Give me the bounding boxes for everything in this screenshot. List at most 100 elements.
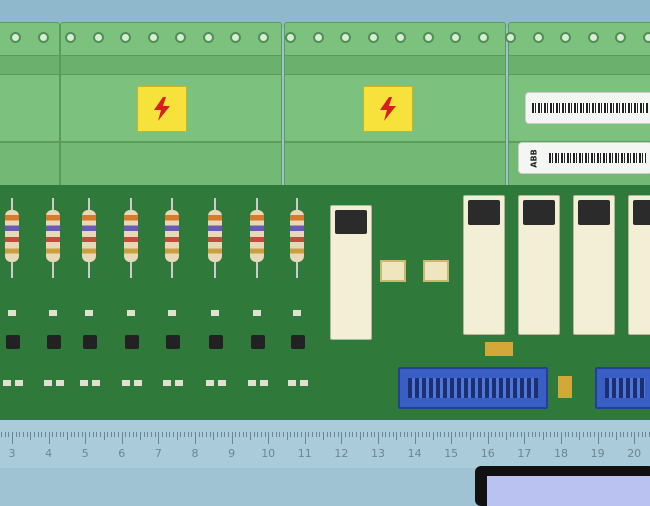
ruler-tick xyxy=(287,432,288,440)
ruler-tick xyxy=(96,432,97,437)
terminal-screw xyxy=(395,32,406,43)
ruler-tick xyxy=(243,432,244,437)
ruler-tick xyxy=(118,432,119,437)
ruler-tick xyxy=(590,432,591,437)
ruler-tick xyxy=(114,432,115,437)
ruler-tick xyxy=(616,432,617,440)
ruler-tick xyxy=(345,432,346,437)
relay xyxy=(628,195,650,335)
ruler-tick xyxy=(261,432,262,437)
ruler-tick xyxy=(239,432,240,437)
terminal-screw xyxy=(120,32,131,43)
terminal-screw xyxy=(478,32,489,43)
terminal-screw xyxy=(175,32,186,43)
ruler-tick xyxy=(213,432,214,440)
ruler-tick xyxy=(265,432,266,437)
ruler-tick xyxy=(477,432,478,437)
optocoupler xyxy=(380,260,406,282)
ruler-tick xyxy=(1,432,2,437)
ruler-tick xyxy=(583,432,584,437)
ruler-tick xyxy=(572,432,573,437)
ruler-tick xyxy=(510,432,511,437)
terminal-screw xyxy=(230,32,241,43)
smd-component xyxy=(168,310,176,316)
ruler-tick xyxy=(605,432,606,437)
ruler-tick xyxy=(147,432,148,437)
ruler-tick xyxy=(180,432,181,437)
ruler-tick xyxy=(107,432,108,437)
terminal-screw xyxy=(643,32,650,43)
terminal-screw xyxy=(423,32,434,43)
ruler-tick xyxy=(506,432,507,440)
ruler-tick xyxy=(491,432,492,437)
smd-component xyxy=(300,380,308,386)
ruler-tick xyxy=(488,432,489,444)
ruler-tick xyxy=(440,432,441,437)
resistor xyxy=(124,210,138,262)
terminal-screw xyxy=(148,32,159,43)
ruler-tick xyxy=(67,432,68,440)
ruler-tick xyxy=(363,432,364,437)
relay xyxy=(330,205,372,340)
ruler-tick xyxy=(38,432,39,437)
smd-component xyxy=(8,310,16,316)
ruler-tick xyxy=(623,432,624,437)
brand-logo: ABB xyxy=(530,149,539,167)
ruler-number: 14 xyxy=(408,447,422,460)
ruler-tick xyxy=(400,432,401,437)
ruler-tick xyxy=(232,432,233,444)
ruler-tick xyxy=(228,432,229,437)
ruler-tick xyxy=(470,432,471,440)
ruler-tick xyxy=(389,432,390,437)
ruler-tick xyxy=(609,432,610,437)
ruler-tick xyxy=(407,432,408,437)
ruler-tick xyxy=(257,432,258,437)
ruler-tick xyxy=(5,432,6,437)
resistor xyxy=(46,210,60,262)
ruler-tick xyxy=(188,432,189,437)
ruler-tick xyxy=(45,432,46,437)
ruler-tick xyxy=(151,432,152,437)
ruler-tick xyxy=(587,432,588,437)
ruler-number: 16 xyxy=(481,447,495,460)
ruler-tick xyxy=(27,432,28,437)
ruler-tick xyxy=(554,432,555,437)
ruler-number: 10 xyxy=(261,447,275,460)
ruler-tick xyxy=(539,432,540,437)
ruler-number: 17 xyxy=(517,447,531,460)
terminal-screw xyxy=(313,32,324,43)
ruler-number: 4 xyxy=(45,447,52,460)
ruler-tick xyxy=(334,432,335,437)
ruler-tick xyxy=(327,432,328,437)
ruler-tick xyxy=(155,432,156,437)
smd-component xyxy=(260,380,268,386)
ruler-tick xyxy=(133,432,134,437)
ruler-tick xyxy=(93,432,94,437)
terminal-screw xyxy=(450,32,461,43)
transistor xyxy=(251,335,265,349)
terminal-block xyxy=(0,22,60,190)
ruler-tick xyxy=(162,432,163,437)
ruler-tick xyxy=(550,432,551,437)
ruler-number: 18 xyxy=(554,447,568,460)
ruler-tick xyxy=(199,432,200,437)
ribbon-connector[interactable] xyxy=(398,367,548,409)
ruler-tick xyxy=(338,432,339,437)
terminal-screw xyxy=(615,32,626,43)
ruler-tick xyxy=(418,432,419,437)
ruler-tick xyxy=(12,432,13,444)
ruler-tick xyxy=(579,432,580,440)
transistor xyxy=(125,335,139,349)
ruler-tick xyxy=(195,432,196,444)
ruler-tick xyxy=(56,432,57,437)
ruler-tick xyxy=(330,432,331,437)
ruler-tick xyxy=(543,432,544,440)
ruler-tick xyxy=(283,432,284,437)
ribbon-connector[interactable] xyxy=(595,367,650,409)
ruler-tick xyxy=(16,432,17,437)
ruler-number: 13 xyxy=(371,447,385,460)
ruler-tick xyxy=(301,432,302,437)
ruler-tick xyxy=(411,432,412,437)
terminal-screw xyxy=(203,32,214,43)
device-screen xyxy=(487,476,650,506)
